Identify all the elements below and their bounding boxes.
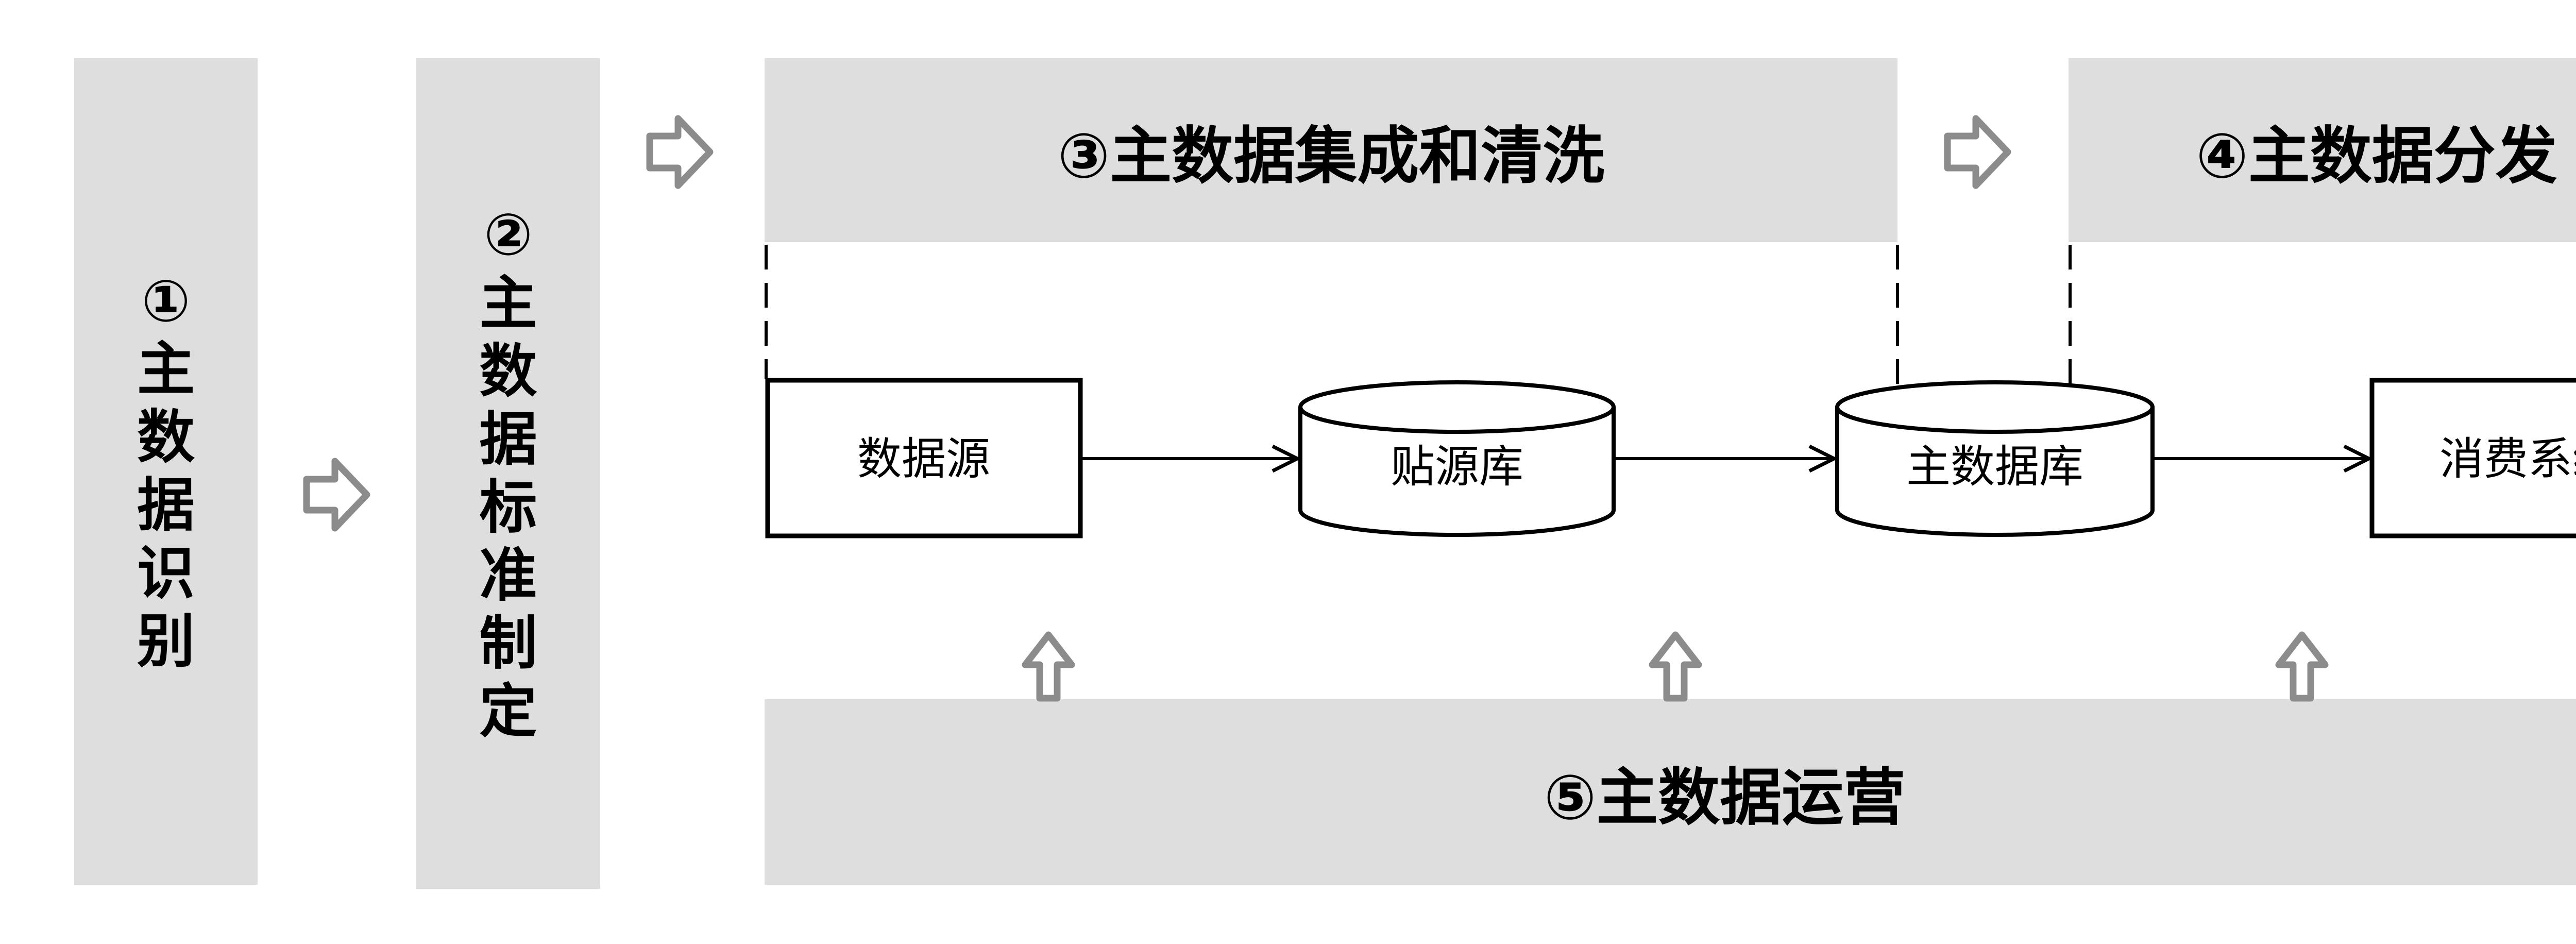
stage-1-master-data-identification: ①主数据识别 [74,58,258,885]
up-arrow-icon-3 [2275,631,2329,702]
stage-4-title: ④主数据分发 [2196,120,2557,192]
stage-1-title: ①主数据识别 [137,267,195,676]
block-arrow-icon-3-to-4 [1944,115,2011,189]
stage-scope-dashed-lines [765,245,2072,384]
block-arrow-icon-2-to-3 [646,115,714,189]
stage-3-integration-cleansing: ③主数据集成和清洗 [765,58,1897,242]
stage-3-title: ③主数据集成和清洗 [1057,120,1605,192]
node-consumer-label: 消费系统 [2439,433,2576,485]
up-arrow-icon-1 [1022,631,1075,702]
stage-2-title: ②主数据标准制定 [479,201,537,746]
node-consumer-system: 消费系统 [2369,378,2576,538]
stage-2-master-data-standard: ②主数据标准制定 [416,58,600,889]
stage-5-operations: ⑤主数据运营 [765,699,2576,885]
stage-4-distribution: ④主数据分发 [2069,58,2576,242]
node-ods-label: 贴源库 [1391,441,1523,493]
node-master-db-cylinder: 主数据库 [1835,380,2155,537]
node-data-source-label: 数据源 [857,433,990,485]
node-master-db-label: 主数据库 [1906,441,2083,493]
up-arrow-icon-2 [1649,631,1702,702]
stage-5-title: ⑤主数据运营 [1544,762,1906,834]
node-data-source: 数据源 [765,378,1083,538]
node-ods-cylinder: 贴源库 [1298,380,1616,537]
block-arrow-icon-1-to-2 [303,458,370,532]
